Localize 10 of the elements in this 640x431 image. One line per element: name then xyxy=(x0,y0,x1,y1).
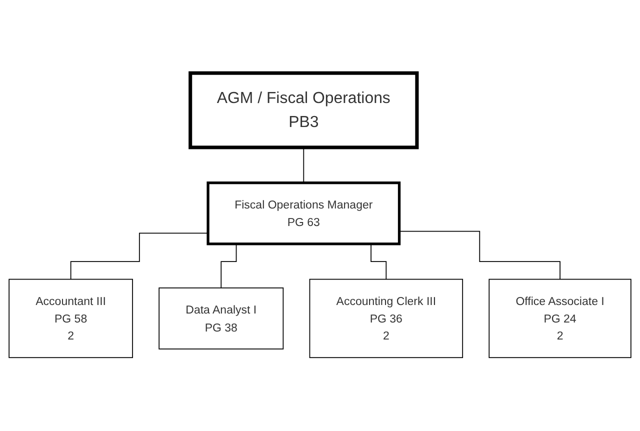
node-box xyxy=(488,279,632,358)
node-box xyxy=(158,288,284,350)
node-box xyxy=(309,279,464,358)
connector xyxy=(303,147,304,184)
node-box xyxy=(8,279,133,358)
connector xyxy=(398,231,560,280)
connector xyxy=(70,232,208,280)
node-box xyxy=(206,182,401,246)
org-chart: AGM / Fiscal Operations PB3 Fiscal Operations Manager PG 63 Accountant III PG 58 2 Data Analyst I PG 38 Accounting Clerk III PG 36 2 Office Associate I PG 24 2 xyxy=(2,66,638,365)
node-box xyxy=(188,71,419,150)
